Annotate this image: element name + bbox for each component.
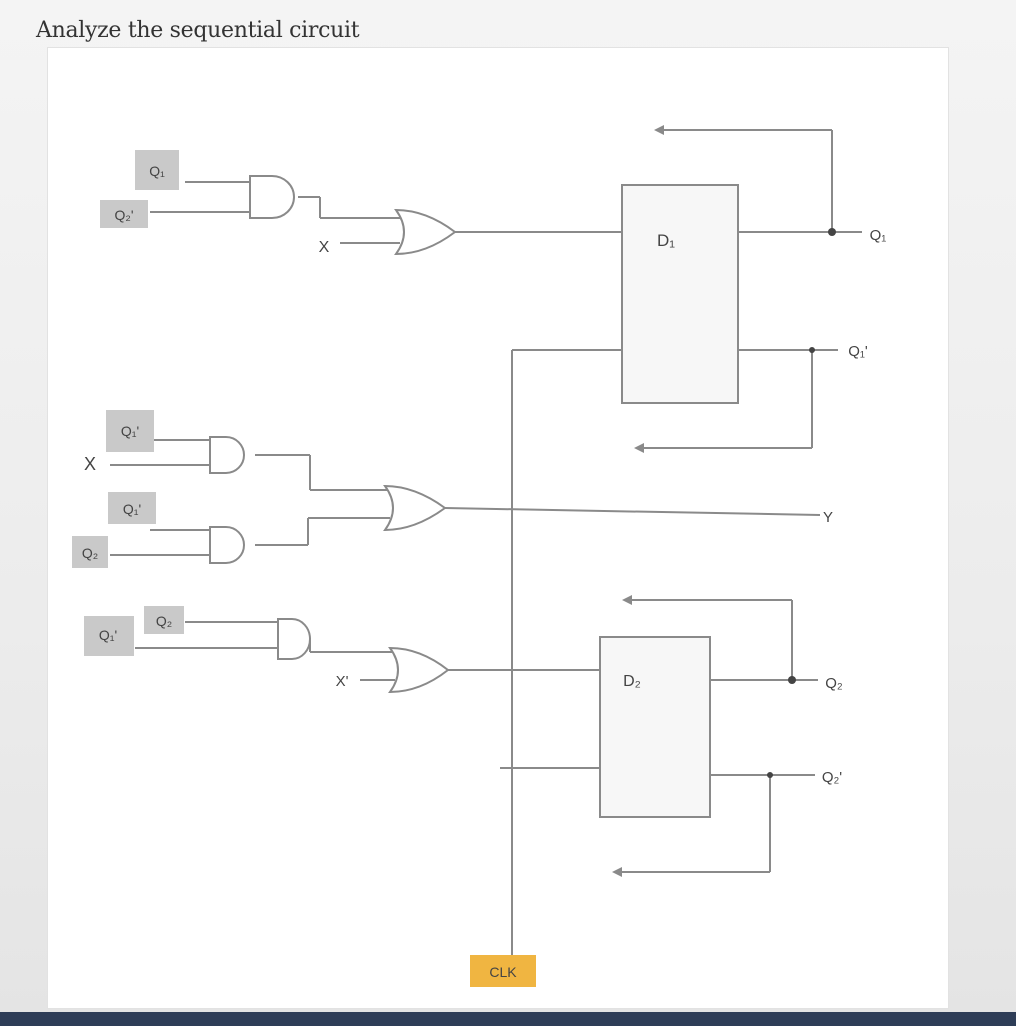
tag-bot-and-in2 [84, 616, 134, 656]
bot-and-gate [277, 618, 311, 660]
label-bot-and-in2: Q₁' [99, 627, 117, 643]
junction-ff2-qn [767, 772, 773, 778]
mid-and-gate-2 [209, 526, 245, 564]
mid-or-gate [383, 484, 447, 532]
arrow-ff2-qn-feedback [612, 867, 622, 877]
arrow-ff2-q-feedback [622, 595, 632, 605]
tag-mid-and2-in2 [72, 536, 108, 568]
taskbar-edge [0, 1012, 1016, 1026]
label-ff1-qn: Q₁' [848, 343, 868, 360]
junctions [767, 228, 836, 778]
label-ff1-d: D₁ [657, 231, 675, 250]
arrow-ff1-qn-feedback [634, 443, 644, 453]
tag-mid-and2-in1 [108, 492, 156, 524]
label-ff2-qn: Q₂' [822, 769, 842, 786]
arrow-ff1-q-feedback [654, 125, 664, 135]
label-mid-and2-in1: Q₁' [123, 501, 141, 517]
junction-ff2-q [788, 676, 796, 684]
label-bot-or-x: X' [336, 673, 349, 690]
flip-flops [599, 184, 739, 818]
tag-top-and-in2 [100, 200, 148, 228]
labels: Q₁ Q₂' X D₁ Q₁ Q₁' Q₁' X Q₁' Q₂ Y Q₂ Q₁'… [82, 163, 887, 980]
clk-tag [470, 955, 536, 987]
flip-flop-2 [599, 636, 711, 818]
label-mid-and1-x: X [84, 454, 96, 474]
label-top-and-in2: Q₂' [115, 207, 134, 223]
label-mid-and1-in1: Q₁' [121, 423, 139, 439]
arrowheads [612, 125, 664, 877]
flip-flop-1 [621, 184, 739, 404]
junction-ff1-q [828, 228, 836, 236]
top-or-gate [394, 208, 457, 256]
tag-mid-and1-in1 [106, 410, 154, 452]
tag-top-and-in1 [135, 150, 179, 190]
wires [110, 129, 862, 962]
label-top-and-in1: Q₁ [149, 163, 165, 179]
top-and-gate [249, 175, 295, 219]
junction-ff1-qn [809, 347, 815, 353]
wire-output-y [444, 507, 821, 516]
label-ff1-q: Q₁ [870, 227, 887, 244]
label-output-y: Y [823, 509, 833, 526]
input-tags [72, 150, 536, 987]
page-title: Analyze the sequential circuit [36, 18, 360, 43]
bot-or-gate [388, 646, 450, 694]
gates [209, 175, 457, 694]
label-clk: CLK [489, 964, 517, 980]
label-mid-and2-in2: Q₂ [82, 545, 98, 561]
mid-and-gate-1 [209, 436, 245, 474]
tag-bot-and-in1 [144, 606, 184, 634]
diagram-panel [48, 48, 948, 1008]
label-bot-and-in1: Q₂ [156, 613, 172, 629]
label-top-or-x: X [319, 239, 330, 256]
label-ff2-d: D₂ [623, 673, 641, 690]
label-ff2-q: Q₂ [825, 675, 843, 692]
